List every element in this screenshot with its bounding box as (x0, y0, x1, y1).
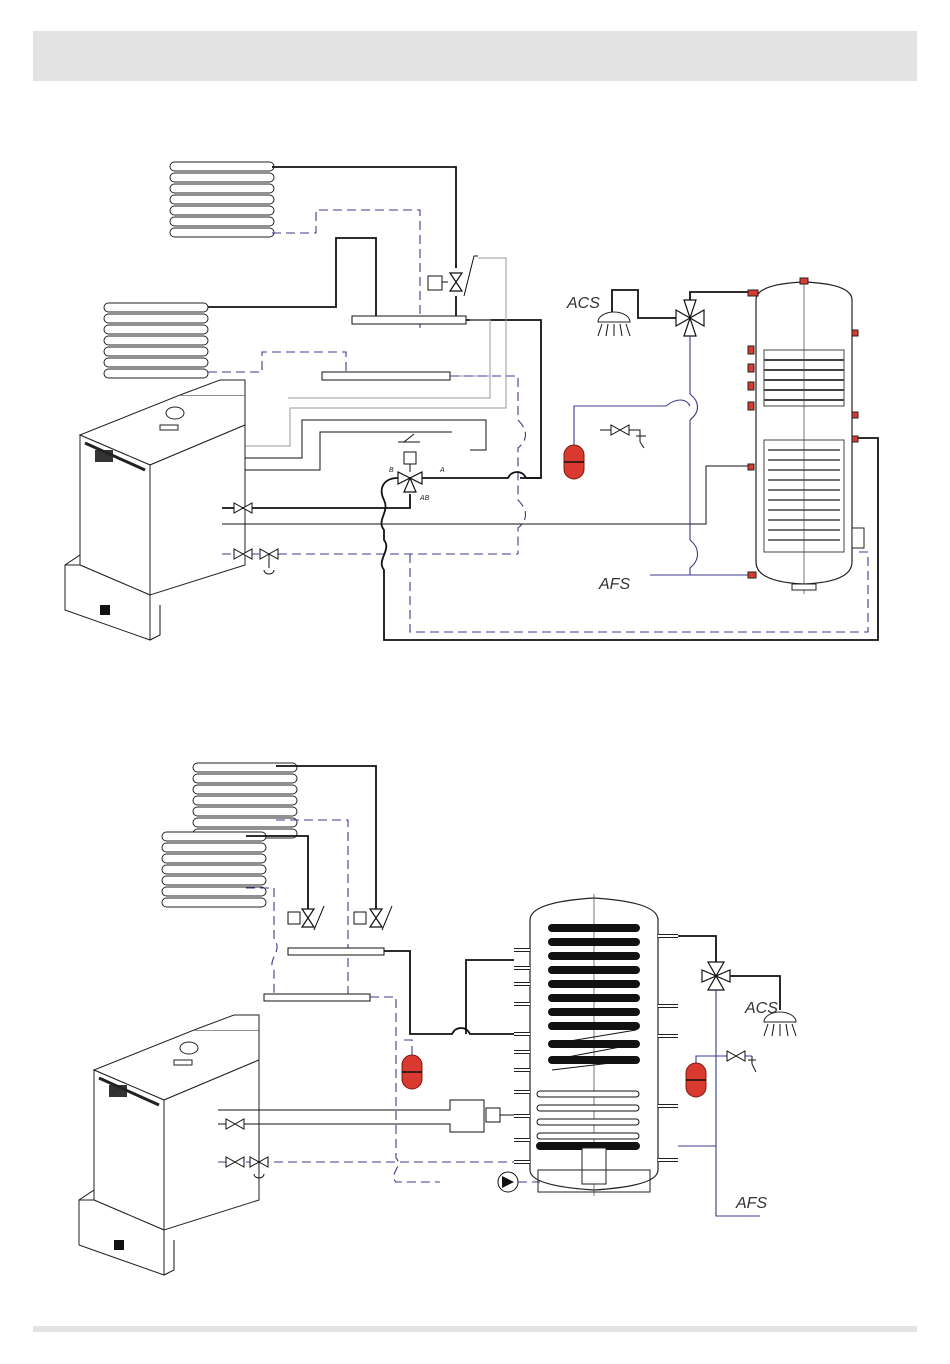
expansion-vessel-icon (686, 1063, 706, 1097)
radiator-icon (193, 763, 297, 838)
radiator-icon (170, 162, 274, 237)
three-way-valve-icon (676, 300, 704, 336)
safety-valve-icon (727, 1051, 745, 1061)
boiler-icon (79, 1015, 259, 1275)
storage-tank-icon (748, 278, 864, 594)
port-b-label: B (389, 467, 394, 474)
port-a-label: A (439, 467, 445, 474)
acs-label: ACS (744, 1000, 778, 1017)
afs-label: AFS (735, 1195, 767, 1212)
radiator-icon (104, 303, 208, 378)
storage-tank-icon (514, 894, 678, 1196)
three-way-valve-icon (702, 962, 730, 990)
three-way-valve-icon (302, 909, 314, 927)
radiator-icon (162, 832, 266, 907)
afs-label: AFS (598, 576, 630, 593)
safety-valve-icon (611, 425, 629, 435)
acs-label: ACS (566, 295, 600, 312)
port-ab-label: AB (419, 495, 430, 502)
scheme-1: B A AB ACS AFS (65, 162, 878, 640)
boiler-icon (65, 380, 245, 640)
three-way-valve-icon (450, 273, 462, 291)
scheme-2: ACS AFS (79, 763, 796, 1275)
shower-icon (598, 312, 630, 336)
expansion-vessel-icon (402, 1055, 422, 1089)
three-way-valve-icon (370, 909, 382, 927)
expansion-vessel-icon (564, 445, 584, 479)
three-way-valve-icon (398, 472, 422, 492)
